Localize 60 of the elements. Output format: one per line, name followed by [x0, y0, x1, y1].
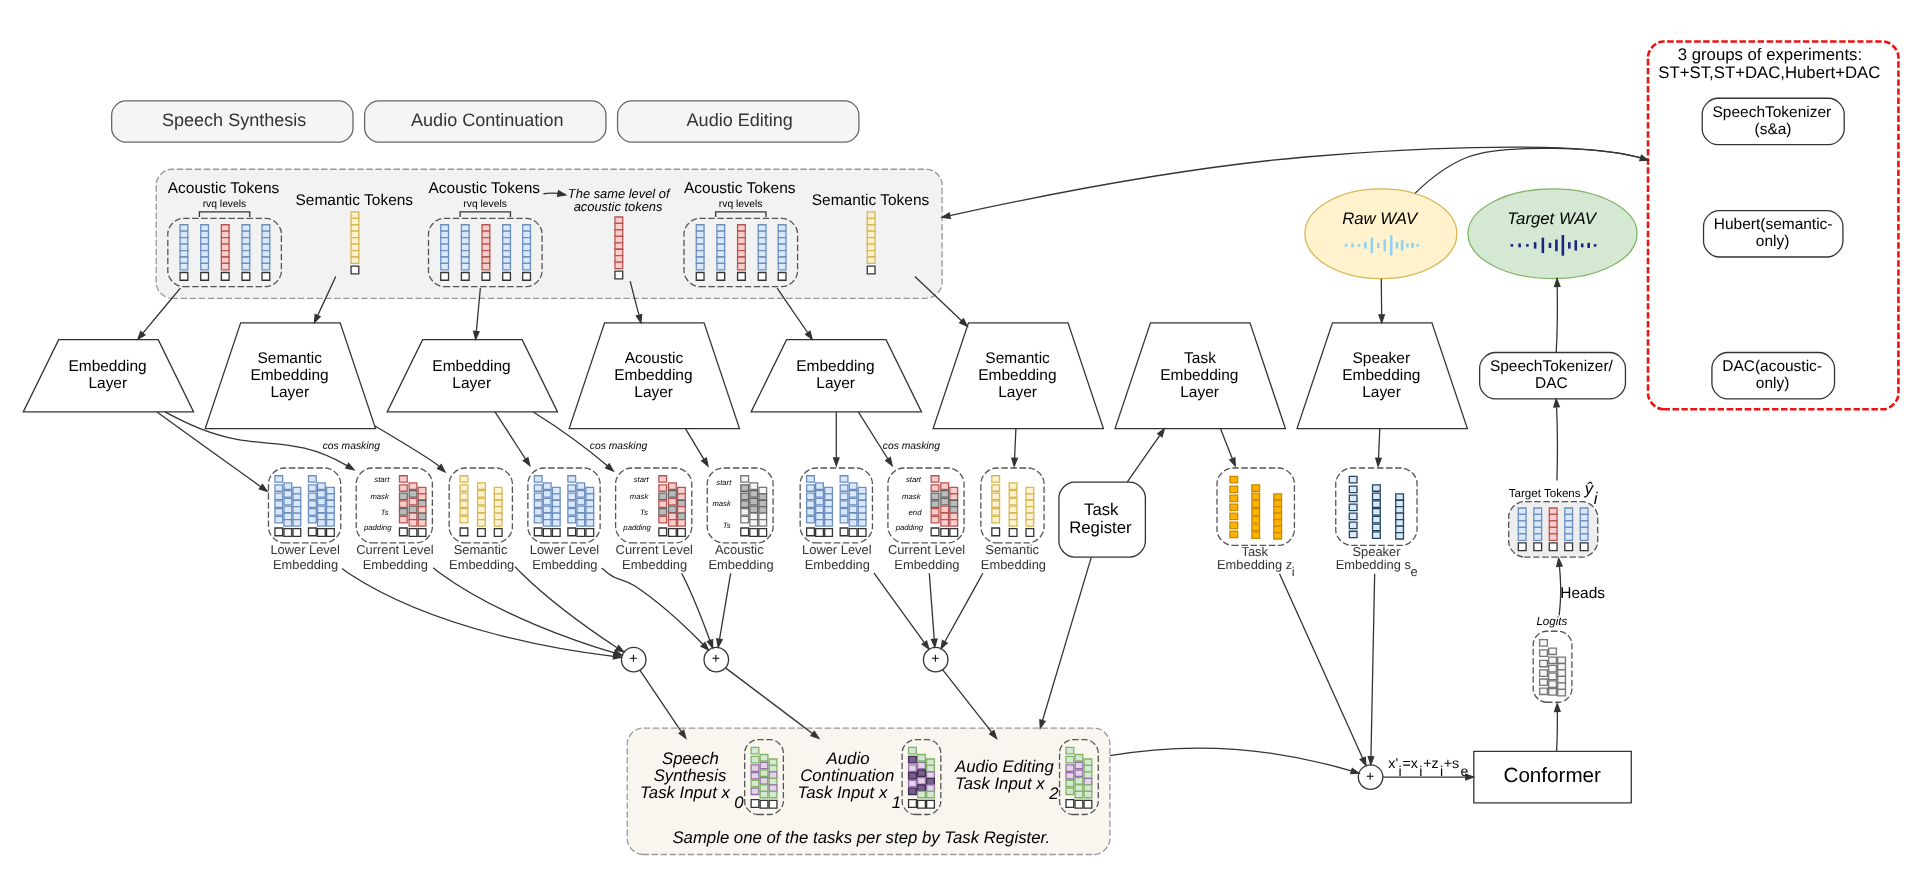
- arrow: [942, 669, 998, 740]
- node-box: [901, 739, 942, 816]
- arrow: [940, 146, 1649, 219]
- arrow: [1378, 278, 1386, 325]
- node-box: [1216, 467, 1296, 547]
- node-ellipse: Target WAV: [1467, 188, 1638, 280]
- arrow: [1126, 427, 1166, 483]
- arrow: [1219, 428, 1236, 468]
- arrow: [601, 567, 710, 652]
- arrow: [629, 280, 643, 325]
- arrow: [832, 411, 840, 468]
- node-box: [267, 467, 342, 544]
- arrow: [1039, 556, 1092, 730]
- node-box: [527, 467, 601, 544]
- node-box: [1058, 739, 1099, 816]
- node-box: [744, 739, 785, 816]
- arrow: [725, 667, 821, 740]
- node-box: [1335, 467, 1418, 547]
- arrow: [1555, 556, 1564, 617]
- arrow: [472, 287, 481, 342]
- arrow: [156, 411, 269, 493]
- arrow: [514, 565, 626, 654]
- node-box: Audio Continuation: [363, 100, 607, 143]
- arrow: [776, 287, 814, 341]
- arrow: [1553, 397, 1561, 482]
- arrow: [639, 669, 687, 740]
- arrow: [914, 275, 969, 328]
- node-box: Audio Editing: [616, 100, 860, 143]
- node-box: Speech Synthesis: [111, 100, 354, 143]
- arrow: [1553, 701, 1561, 752]
- arrow: [164, 411, 356, 471]
- arrow: [1367, 573, 1376, 767]
- arrow: [1553, 276, 1561, 353]
- arrow: [1374, 428, 1383, 468]
- node-box: [799, 467, 874, 544]
- arrow: [940, 572, 984, 651]
- arrow: [494, 411, 531, 468]
- arrow: [432, 567, 624, 657]
- node-box: [980, 467, 1045, 544]
- arrow: [873, 572, 931, 651]
- arrow: [1382, 773, 1476, 781]
- node-box: Conformer: [1473, 750, 1632, 804]
- arrow: [857, 411, 894, 468]
- arrow: [313, 275, 337, 325]
- node-box: [1532, 630, 1573, 703]
- cluster: [155, 168, 943, 299]
- arrow: [681, 572, 714, 650]
- arrow: [136, 287, 181, 341]
- arrow: [374, 425, 447, 474]
- arrow: [1109, 747, 1361, 775]
- arrow: [1278, 573, 1367, 768]
- arrow: [532, 411, 615, 473]
- arrow: [684, 428, 709, 468]
- arrow: [928, 572, 938, 649]
- node-box: [448, 467, 514, 544]
- arrow: [716, 572, 732, 649]
- node-box: Task Register: [1058, 481, 1147, 558]
- node-ellipse: Raw WAV: [1304, 188, 1458, 280]
- arrow: [1010, 428, 1019, 468]
- arrow: [1414, 147, 1650, 194]
